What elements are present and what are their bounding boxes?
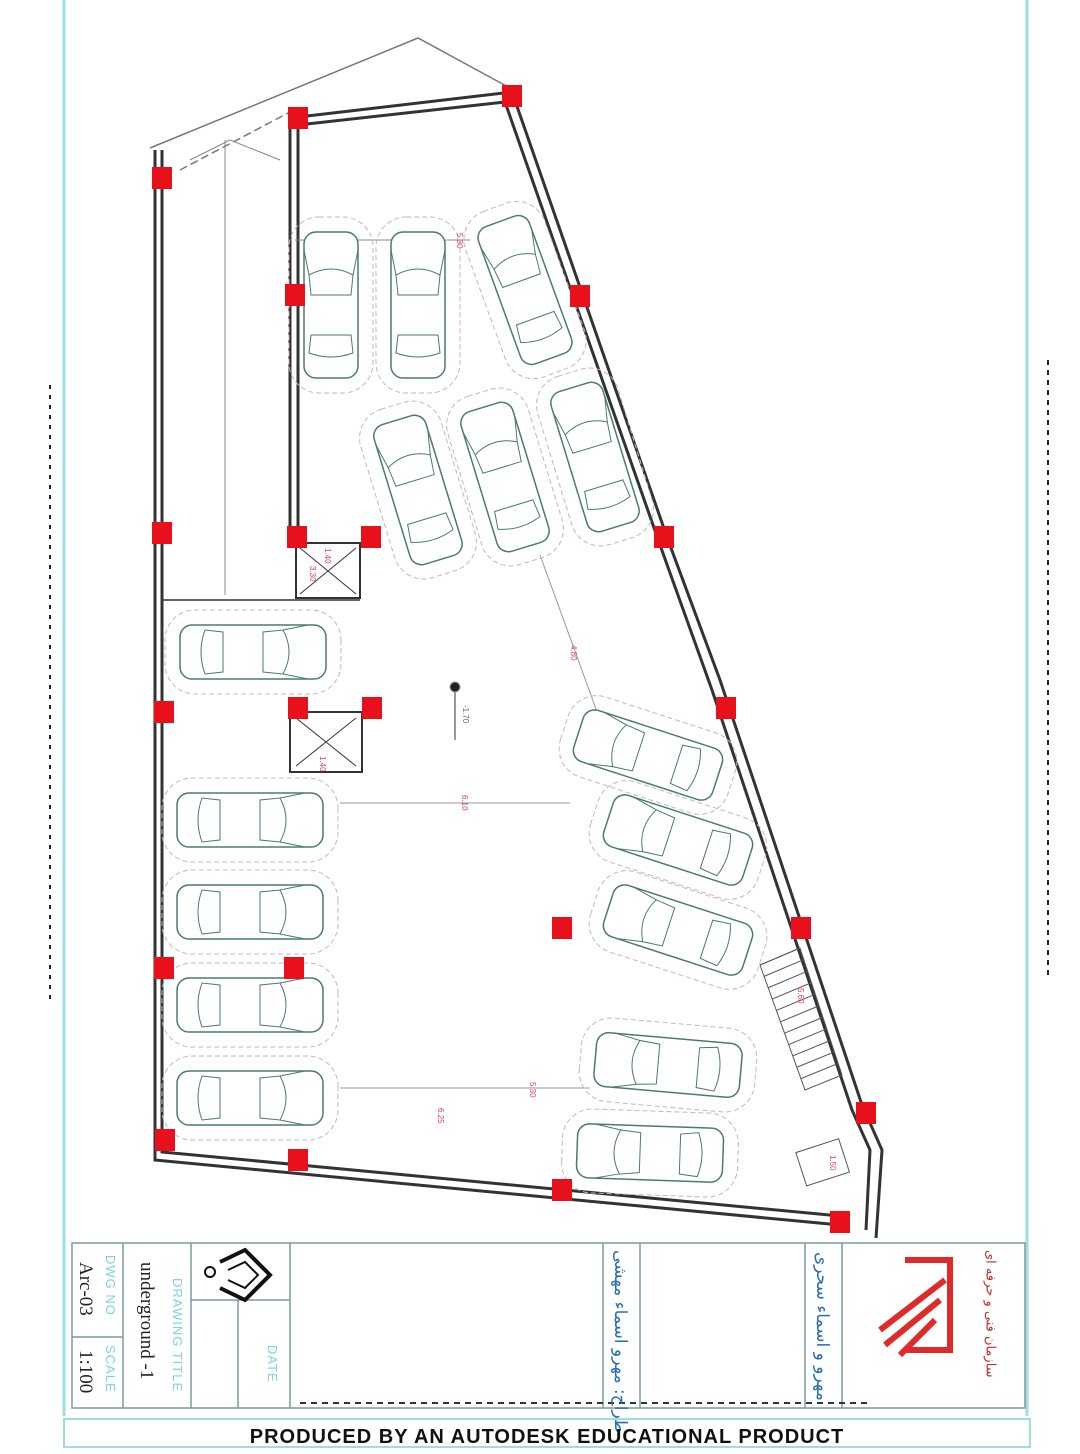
parking-car [446, 387, 564, 567]
dimension-label: 1.40 [318, 756, 327, 772]
parking-car [561, 1108, 739, 1198]
column [288, 1149, 308, 1171]
parking-car [536, 367, 654, 547]
column [552, 917, 572, 939]
column [154, 701, 174, 723]
date-label: DATE [265, 1345, 280, 1383]
autodesk-educational-footer: PRODUCED BY AN AUTODESK EDUCATIONAL PROD… [63, 1418, 1031, 1448]
column [361, 526, 381, 548]
column [288, 107, 308, 129]
parking-car [588, 870, 768, 990]
parking-car [288, 216, 374, 394]
parking-spaces [161, 200, 768, 1198]
dimension-label: 6.10 [460, 795, 469, 811]
column [502, 85, 522, 107]
dimension-lines [340, 554, 601, 1089]
dimension-label: -1.70 [461, 705, 470, 724]
structural-columns [152, 85, 876, 1233]
parking-car [161, 777, 339, 863]
organization-logo: سازمان فنی و حرفه ای [878, 1250, 998, 1378]
dwg-no-label: DWG NO [103, 1255, 118, 1316]
author-names: مهرو و اسماء سحری [812, 1252, 832, 1401]
column [288, 697, 308, 719]
column [152, 522, 172, 544]
parking-car [588, 780, 768, 900]
column [152, 167, 172, 189]
parking-car [161, 962, 339, 1048]
column [570, 285, 590, 307]
scale-label: SCALE [103, 1345, 118, 1393]
dimension-label: 3.30 [308, 566, 317, 582]
parking-car [578, 1017, 758, 1113]
dimension-label: 6.25 [436, 1108, 445, 1124]
parking-car [161, 1055, 339, 1141]
column [856, 1102, 876, 1124]
svg-text:سازمان فنی و حرفه ای: سازمان فنی و حرفه ای [983, 1250, 998, 1378]
column [791, 917, 811, 939]
dimension-label: 1.50 [828, 1155, 837, 1171]
dimension-label: 1.40 [323, 548, 332, 564]
elevator-shaft-1 [295, 542, 361, 599]
parking-car [375, 216, 461, 394]
column [155, 1129, 175, 1151]
column [154, 957, 174, 979]
dwg-no-value: Arc-03 [75, 1262, 96, 1316]
column [287, 526, 307, 548]
scale-value: 1:100 [75, 1350, 96, 1394]
elevator-shaft-2 [289, 711, 363, 773]
column [552, 1179, 572, 1201]
parking-car [164, 609, 342, 695]
designer-name: طراح: مهرو اسماء مهشی [610, 1250, 630, 1434]
staircase [759, 947, 851, 1187]
dimension-label: 5.30 [528, 1082, 537, 1098]
column [716, 697, 736, 719]
drawing-title-value: underground -1 [136, 1262, 157, 1380]
drawing-title-label: DRAWING TITLE [170, 1278, 185, 1393]
column [830, 1211, 850, 1233]
parking-car [359, 400, 477, 580]
parking-car [558, 695, 738, 815]
column [285, 284, 305, 306]
emblem-icon [204, 1247, 273, 1303]
site-boundary [149, 37, 511, 171]
column [362, 697, 382, 719]
dimension-label: 5.60 [796, 988, 805, 1004]
dimension-label: 4.80 [569, 645, 578, 661]
parking-car [463, 200, 587, 380]
dimension-label: 5.30 [455, 233, 464, 249]
parking-car [161, 869, 339, 955]
column [284, 957, 304, 979]
column [654, 526, 674, 548]
